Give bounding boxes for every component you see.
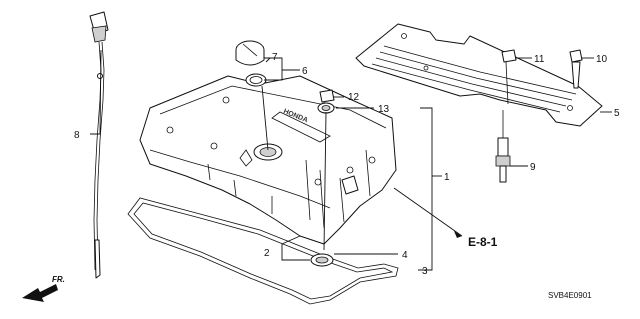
callout-2: 2	[264, 248, 270, 259]
callout-11: 11	[534, 54, 545, 65]
head-cover-gasket	[127, 197, 399, 305]
callout-8: 8	[74, 130, 80, 141]
callout-13: 13	[378, 104, 390, 115]
callout-3: 3	[422, 266, 428, 277]
coil-cover-bolt-10	[569, 49, 583, 89]
leader-lines	[90, 49, 612, 271]
cap-gasket	[245, 73, 267, 87]
spark-plug	[495, 110, 511, 183]
callout-9: 9	[530, 162, 536, 173]
front-direction-label: FR.	[52, 275, 65, 284]
callout-7: 7	[272, 52, 278, 63]
spark-plug-seal	[310, 253, 334, 267]
callout-10: 10	[596, 54, 608, 65]
reference-link[interactable]: E-8-1	[468, 235, 498, 249]
cylinder-head-cover: HONDA	[139, 75, 397, 245]
ignition-coil-cover	[355, 23, 603, 127]
callout-1: 1	[444, 172, 450, 183]
dipstick	[89, 11, 109, 279]
diagram-code: SVB4E0901	[548, 291, 592, 300]
coil-cover-bolt-11	[501, 49, 517, 105]
callout-4: 4	[402, 250, 408, 261]
front-direction-arrow-icon: FR.	[22, 275, 65, 302]
oil-filler-cap	[235, 40, 265, 66]
bolt-washer	[317, 102, 335, 114]
callout-6: 6	[302, 66, 308, 77]
callout-12: 12	[348, 92, 360, 103]
callout-5: 5	[614, 108, 620, 119]
